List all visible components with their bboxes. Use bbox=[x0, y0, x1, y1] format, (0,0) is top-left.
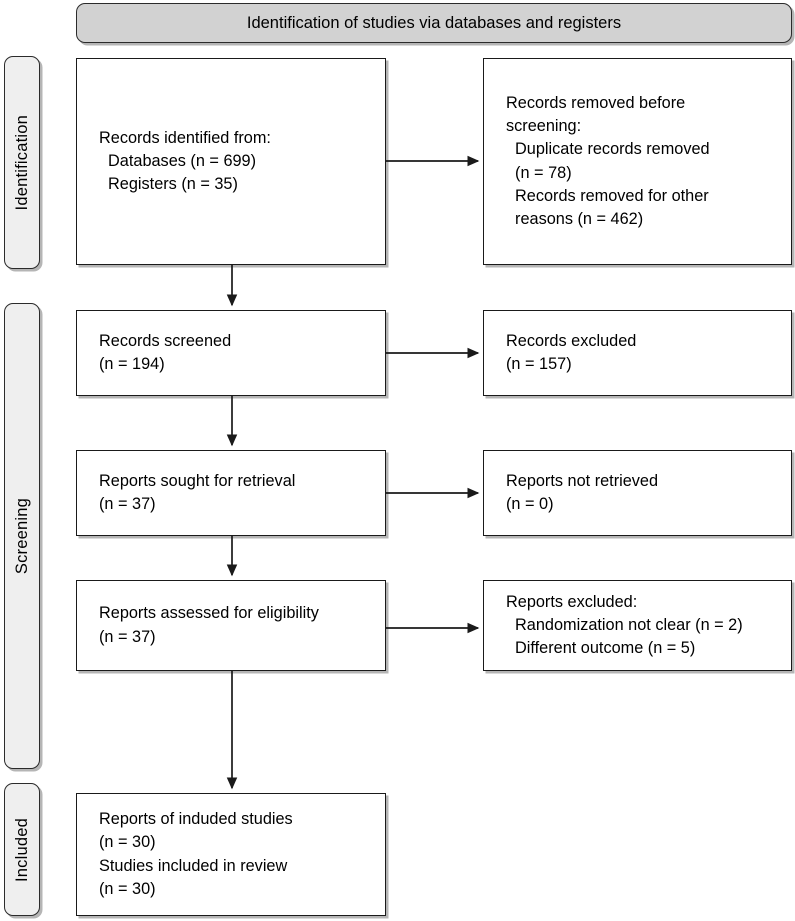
node-reports-sought-text: Reports sought for retrieval (n = 37) bbox=[99, 471, 296, 513]
node-records-screened-text: Records screened (n = 194) bbox=[99, 331, 232, 373]
node-studies-included-text: Reports of induded studies (n = 30) Stud… bbox=[99, 810, 293, 898]
node-reports-not-retrieved-text: Reports not retrieved (n = 0) bbox=[506, 471, 659, 513]
stage-label-identification: Identification bbox=[12, 114, 31, 211]
node-records-excluded: Records excluded (n = 157) bbox=[483, 310, 792, 396]
node-records-removed-before-screening: Records removed before screening: Duplic… bbox=[483, 58, 792, 265]
node-studies-included: Reports of induded studies (n = 30) Stud… bbox=[76, 793, 386, 916]
node-records-excluded-text: Records excluded (n = 157) bbox=[506, 331, 637, 373]
node-records-screened: Records screened (n = 194) bbox=[76, 310, 386, 396]
stage-label-screening: Screening bbox=[12, 497, 31, 575]
node-records-identified: Records identified from: Databases (n = … bbox=[76, 58, 386, 265]
stage-pill-screening: Screening bbox=[4, 303, 40, 769]
banner-identification-via-databases: Identification of studies via databases … bbox=[76, 3, 792, 43]
node-reports-assessed-text: Reports assessed for eligibility (n = 37… bbox=[99, 604, 319, 646]
node-reports-not-retrieved: Reports not retrieved (n = 0) bbox=[483, 450, 792, 536]
banner-label: Identification of studies via databases … bbox=[246, 13, 622, 32]
node-records-identified-text: Records identified from: Databases (n = … bbox=[99, 128, 271, 194]
node-reports-excluded: Reports excluded: Randomization not clea… bbox=[483, 580, 792, 671]
node-reports-sought-for-retrieval: Reports sought for retrieval (n = 37) bbox=[76, 450, 386, 536]
stage-label-included: Included bbox=[12, 817, 31, 882]
node-records-removed-text: Records removed before screening: Duplic… bbox=[506, 94, 710, 228]
node-reports-assessed-for-eligibility: Reports assessed for eligibility (n = 37… bbox=[76, 580, 386, 671]
stage-pill-identification: Identification bbox=[4, 56, 40, 269]
stage-pill-included: Included bbox=[4, 783, 40, 916]
node-reports-excluded-text: Reports excluded: Randomization not clea… bbox=[506, 592, 743, 658]
